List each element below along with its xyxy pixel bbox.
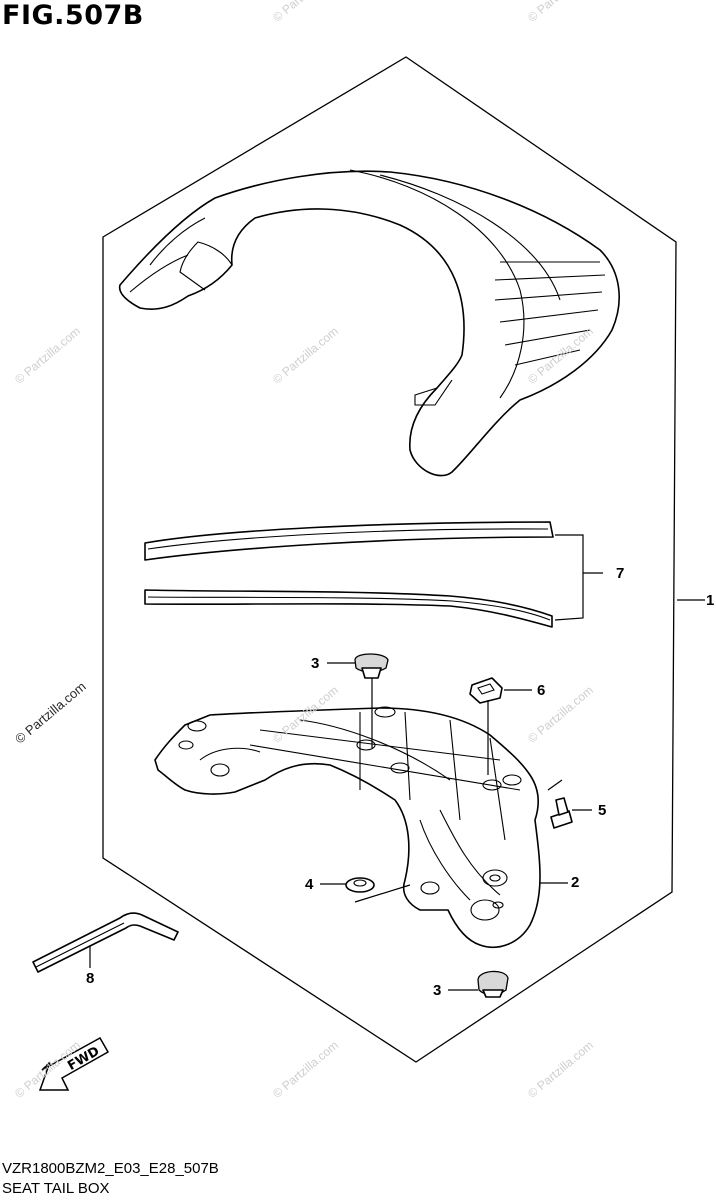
callout-7: 7 [616,565,625,582]
assembly-boundary [102,56,677,1063]
clip-nut-6[interactable] [469,677,503,704]
seat-tail-cowl[interactable] [118,169,620,477]
diagram-name: SEAT TAIL BOX [2,1180,110,1197]
callout-4: 4 [305,876,314,893]
nut-4[interactable] [345,877,375,893]
diagram-code: VZR1800BZM2_E03_E28_507B [2,1160,219,1177]
grommet-3-upper[interactable] [354,653,389,679]
callout-8: 8 [86,970,95,987]
callout-3-lower: 3 [433,982,442,999]
callout-6: 6 [537,682,546,699]
tail-box-bracket[interactable] [154,706,541,949]
leader-lines [89,534,705,991]
callout-1: 1 [706,592,715,609]
trim-strips[interactable] [144,521,554,628]
grommet-3-lower[interactable] [477,970,509,998]
figure-title: FIG.507B [2,0,144,31]
callout-3-upper: 3 [311,655,320,672]
callout-2: 2 [571,874,580,891]
callout-5: 5 [598,802,607,819]
hex-wrench-8[interactable] [32,912,179,973]
bolt-5[interactable] [550,797,573,829]
